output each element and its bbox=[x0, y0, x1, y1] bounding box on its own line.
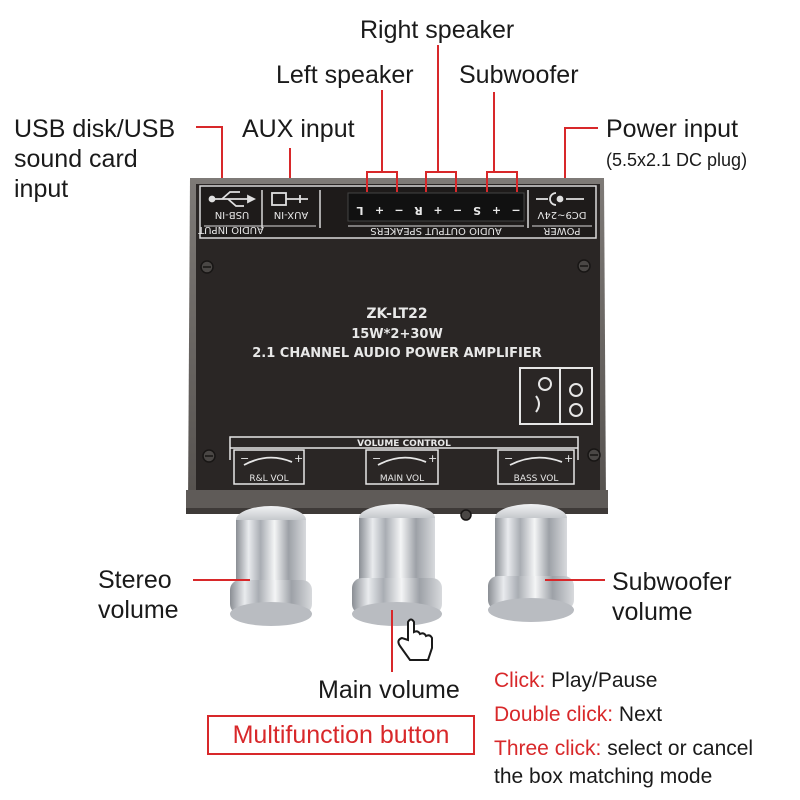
instruction-click: Click: Play/Pause bbox=[494, 669, 658, 692]
power-range-label: DC9~24V bbox=[537, 209, 586, 220]
aux-input-label: AUX input bbox=[242, 115, 355, 143]
aux-in-label: AUX-IN bbox=[274, 209, 309, 220]
instruction-matching-mode: the box matching mode bbox=[494, 765, 713, 788]
screw-icon bbox=[200, 259, 601, 521]
plus-sign: + bbox=[564, 452, 573, 465]
usb-input-label: USB disk/USB sound card input bbox=[14, 115, 176, 203]
right-speaker-label: Right speaker bbox=[360, 16, 515, 44]
instruction-double-click: Double click: Next bbox=[494, 703, 663, 726]
main-volume-label: Main volume bbox=[318, 676, 460, 704]
terminal-label: − bbox=[511, 204, 520, 217]
knob-label: R&L VOL bbox=[249, 474, 288, 484]
instruction-three-click: Three click: select or cancel bbox=[494, 737, 754, 760]
knob-stereo-volume[interactable] bbox=[230, 506, 312, 626]
audio-output-label: AUDIO OUTPUT SPEAKERS bbox=[370, 225, 502, 236]
knob-subwoofer-volume[interactable] bbox=[488, 504, 574, 622]
silkscreen-text: AUDIO INPUT USB-IN AUX-IN AUDIO OUTPUT S… bbox=[197, 209, 586, 484]
subwoofer-volume-label: Subwoofer volume bbox=[612, 568, 732, 626]
subwoofer-label: Subwoofer bbox=[459, 61, 579, 89]
connector-strip bbox=[199, 185, 597, 239]
knob-main-volume[interactable] bbox=[352, 504, 442, 626]
terminal-label: S bbox=[473, 204, 481, 217]
power-rating-label: 15W*2+30W bbox=[351, 327, 443, 342]
terminal-label: + bbox=[492, 204, 501, 217]
minus-sign: − bbox=[240, 452, 249, 465]
speaker-icon bbox=[519, 367, 593, 425]
terminal-label: − bbox=[453, 204, 462, 217]
volume-control-frame bbox=[229, 436, 579, 485]
left-speaker-label: Left speaker bbox=[276, 61, 414, 89]
description-label: 2.1 CHANNEL AUDIO POWER AMPLIFIER bbox=[252, 346, 542, 361]
power-input-label: Power input bbox=[606, 115, 739, 143]
minus-sign: − bbox=[504, 452, 513, 465]
plus-sign: + bbox=[294, 452, 303, 465]
dc-jack-icon bbox=[536, 192, 584, 206]
amplifier-housing bbox=[186, 178, 608, 514]
aux-jack-icon bbox=[271, 192, 308, 206]
power-note-label: (5.5x2.1 DC plug) bbox=[606, 150, 748, 170]
terminal-label: + bbox=[433, 204, 442, 217]
hand-pointer-icon bbox=[397, 618, 433, 661]
stereo-volume-label: Stereo volume bbox=[98, 566, 179, 624]
terminal-label: − bbox=[394, 204, 403, 217]
callout-lines bbox=[193, 45, 605, 672]
knob-label: MAIN VOL bbox=[380, 474, 424, 484]
terminal-label: + bbox=[375, 204, 384, 217]
knob-label: BASS VOL bbox=[514, 474, 559, 484]
terminal-label: L bbox=[356, 204, 363, 217]
plus-sign: + bbox=[428, 452, 437, 465]
usb-in-label: USB-IN bbox=[215, 209, 250, 220]
model-label: ZK-LT22 bbox=[366, 306, 427, 322]
terminal-label: R bbox=[414, 204, 423, 217]
power-label: POWER bbox=[543, 225, 580, 236]
terminal-labels: L+−R+−S+− bbox=[356, 204, 520, 217]
usb-icon bbox=[208, 191, 257, 207]
volume-control-label: VOLUME CONTROL bbox=[357, 439, 451, 449]
volume-arrow-icon bbox=[243, 456, 563, 466]
audio-input-label: AUDIO INPUT bbox=[197, 224, 264, 235]
minus-sign: − bbox=[372, 452, 381, 465]
multifunction-button-label: Multifunction button bbox=[207, 715, 475, 755]
